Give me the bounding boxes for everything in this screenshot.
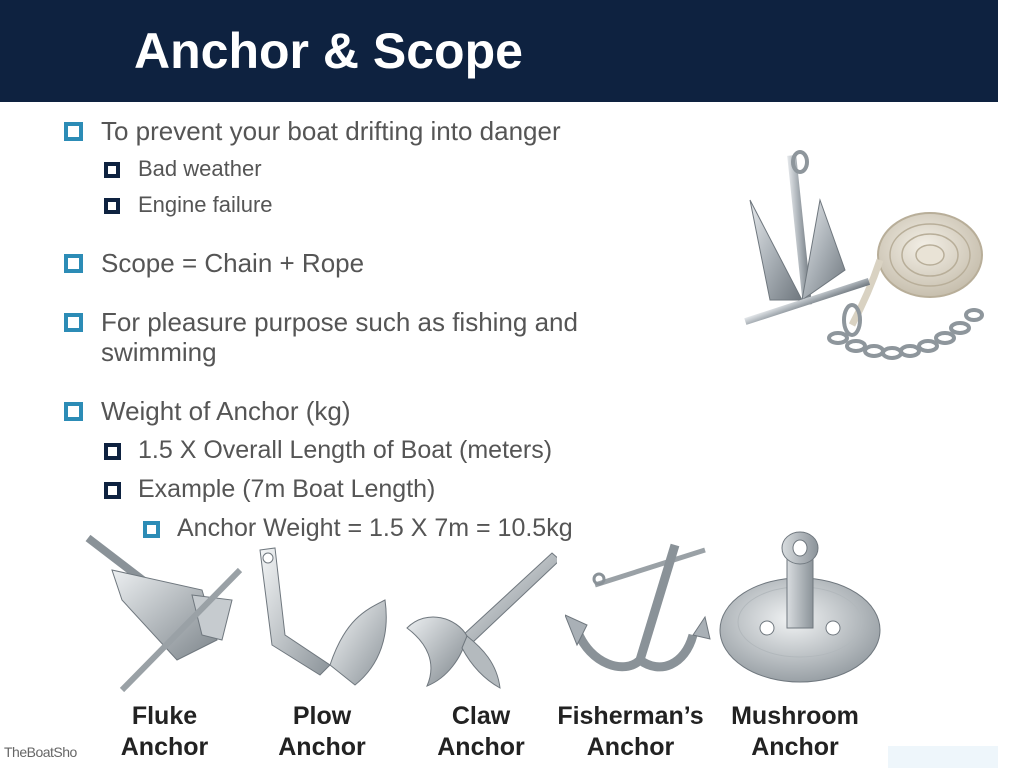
bullet-text: To prevent your boat drifting into dange…: [101, 116, 561, 146]
bullet-square-icon: [104, 198, 120, 214]
slide-title: Anchor & Scope: [134, 23, 523, 79]
title-bar: Anchor & Scope: [0, 0, 998, 102]
bullet-square-icon: [104, 443, 121, 460]
bullet-text: Example (7m Boat Length): [138, 475, 436, 503]
bullet-square-icon: [64, 313, 83, 332]
corner-decoration: [888, 746, 998, 768]
sub-bullet-item: Example (7m Boat Length): [104, 475, 435, 504]
bullet-square-icon: [143, 521, 160, 538]
bullet-text: Anchor Weight = 1.5 X 7m = 10.5kg: [177, 514, 573, 542]
anchor-label-line2: Anchor: [586, 733, 675, 761]
bullet-item: Scope = Chain + Rope: [64, 248, 364, 279]
sub-sub-bullet-item: Anchor Weight = 1.5 X 7m = 10.5kg: [143, 514, 573, 543]
boat-shop-logo: TheBoatSho: [4, 744, 77, 760]
bullet-text-continuation: swimming: [101, 337, 217, 367]
anchor-label-line1: Mushroom: [731, 702, 859, 730]
bullet-square-icon: [64, 122, 83, 141]
bullet-square-icon: [104, 482, 121, 499]
claw-anchor-image: [406, 552, 557, 689]
bullet-text: Engine failure: [138, 192, 273, 217]
bullet-text: Scope = Chain + Rope: [101, 248, 365, 278]
bullet-square-icon: [64, 254, 83, 273]
bullet-square-icon: [64, 402, 83, 421]
anchor-label-line1: Claw: [451, 702, 511, 730]
bullet-text: Weight of Anchor (kg): [101, 396, 351, 426]
bullet-square-icon: [104, 162, 120, 178]
anchor-label-line2: Anchor: [278, 733, 366, 761]
sub-bullet-item: Bad weather: [104, 156, 262, 182]
anchor-label-fisherman: Fisherman’s Anchor: [548, 701, 713, 763]
anchor-label-line2: Anchor: [437, 733, 525, 761]
bullet-item: Weight of Anchor (kg): [64, 396, 351, 427]
anchor-label-mushroom: Mushroom Anchor: [722, 701, 868, 763]
anchor-label-line2: Anchor: [751, 733, 839, 761]
mushroom-anchor-image: [719, 531, 881, 683]
fishermans-anchor-image: [565, 543, 711, 672]
anchor-label-line1: Fluke: [131, 702, 198, 730]
anchor-label-line1: Fisherman’s: [557, 702, 704, 730]
sub-bullet-item: Engine failure: [104, 192, 273, 218]
anchor-label-line2: Anchor: [120, 733, 209, 761]
sub-bullet-item: 1.5 X Overall Length of Boat (meters): [104, 436, 552, 465]
anchor-label-line1: Plow: [292, 702, 352, 730]
bullet-item: For pleasure purpose such as fishing and: [64, 307, 578, 338]
anchor-rope-chain-image: [744, 150, 984, 360]
anchor-label-fluke: Fluke Anchor: [97, 701, 232, 763]
anchor-label-plow: Plow Anchor: [257, 701, 387, 763]
plow-anchor-image: [259, 547, 387, 686]
bullet-text: For pleasure purpose such as fishing and: [101, 307, 578, 337]
bullet-text: Bad weather: [138, 156, 262, 181]
anchor-label-claw: Claw Anchor: [416, 701, 546, 763]
fluke-anchor-image: [85, 534, 243, 693]
bullet-text: 1.5 X Overall Length of Boat (meters): [138, 436, 553, 464]
bullet-item: To prevent your boat drifting into dange…: [64, 116, 561, 147]
